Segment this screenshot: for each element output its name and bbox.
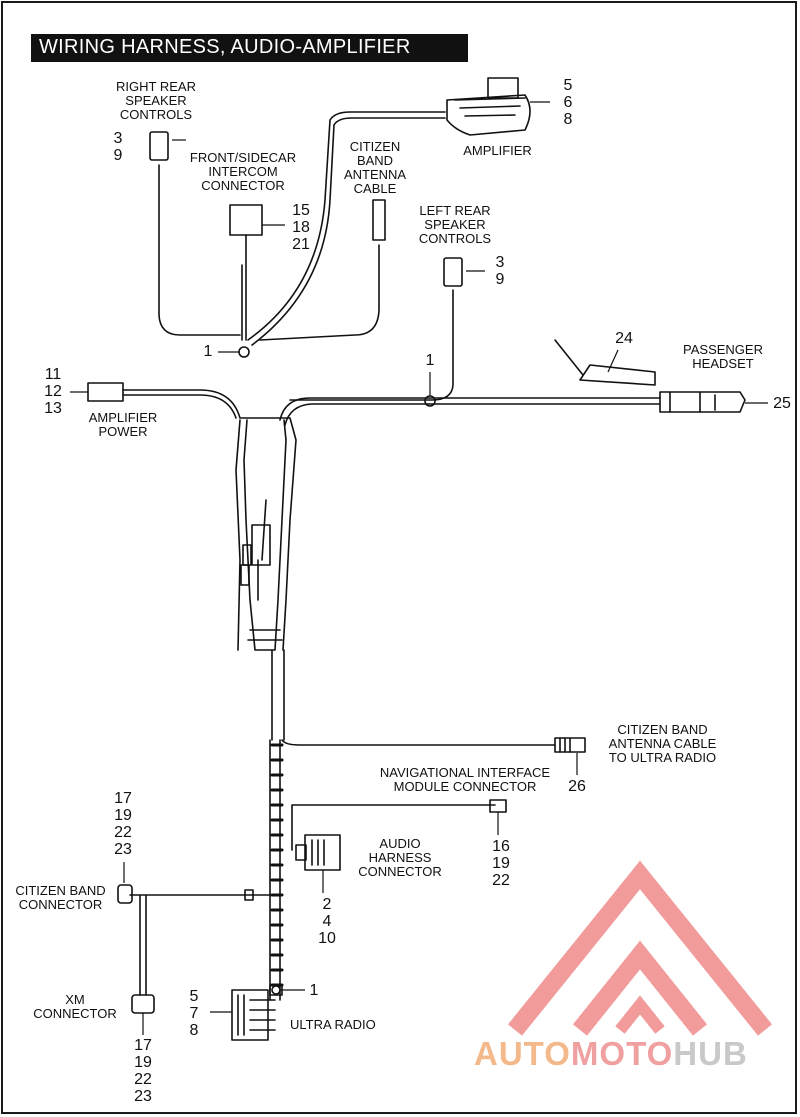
xm-connector-label: XM CONNECTOR xyxy=(25,993,125,1021)
right-rear-speaker-text: RIGHT REAR SPEAKER CONTROLS xyxy=(116,79,196,122)
callout-audio-harness: 2 4 10 xyxy=(318,896,336,947)
left-rear-speaker-label: LEFT REAR SPEAKER CONTROLS xyxy=(405,204,505,246)
callout-left-rear: 3 9 xyxy=(495,254,505,288)
callout-passenger-25: 25 xyxy=(773,395,791,412)
ultra-radio-text: ULTRA RADIO xyxy=(290,1017,376,1032)
cb-connector-text: CITIZEN BAND CONNECTOR xyxy=(15,883,106,912)
xm-connector-text: XM CONNECTOR xyxy=(33,992,117,1021)
callout-front-sidecar: 15 18 21 xyxy=(292,202,310,253)
callout-ultra-radio: 5 7 8 xyxy=(189,988,199,1039)
nav-interface-label: NAVIGATIONAL INTERFACE MODULE CONNECTOR xyxy=(370,766,560,794)
audio-harness-text: AUDIO HARNESS CONNECTOR xyxy=(358,836,442,879)
amplifier-power-text: AMPLIFIER POWER xyxy=(88,410,158,439)
nav-interface-text: NAVIGATIONAL INTERFACE MODULE CONNECTOR xyxy=(379,765,551,794)
ultra-radio-label: ULTRA RADIO xyxy=(290,1018,390,1032)
cb-to-ultra-label: CITIZEN BAND ANTENNA CABLE TO ULTRA RADI… xyxy=(600,723,725,765)
callout-cb-26: 26 xyxy=(568,778,586,795)
amplifier-power-label: AMPLIFIER POWER xyxy=(78,411,168,439)
callout-clip-right: 1 xyxy=(425,352,435,369)
amplifier-label: AMPLIFIER xyxy=(450,144,545,158)
callout-cb-connector: 17 19 22 23 xyxy=(114,790,132,858)
wordmark-moto: MOTO xyxy=(570,1035,674,1072)
callout-amplifier: 5 6 8 xyxy=(563,77,573,128)
page-title: WIRING HARNESS, AUDIO-AMPLIFIER xyxy=(39,36,411,58)
callout-clip-top: 1 xyxy=(203,343,213,360)
callout-nav: 16 19 22 xyxy=(492,838,510,889)
audio-harness-label: AUDIO HARNESS CONNECTOR xyxy=(345,837,455,879)
title-bar: WIRING HARNESS, AUDIO-AMPLIFIER xyxy=(31,34,468,62)
wordmark-hub: HUB xyxy=(673,1035,748,1072)
callout-right-rear: 3 9 xyxy=(113,130,123,164)
cb-antenna-cable-label: CITIZEN BAND ANTENNA CABLE xyxy=(335,140,415,196)
left-rear-speaker-text: LEFT REAR SPEAKER CONTROLS xyxy=(418,203,492,246)
amplifier-text: AMPLIFIER xyxy=(463,143,532,158)
right-rear-speaker-label: RIGHT REAR SPEAKER CONTROLS xyxy=(106,80,206,122)
automotohub-logo-icon xyxy=(507,860,773,1036)
cb-connector-label: CITIZEN BAND CONNECTOR xyxy=(8,884,113,912)
front-sidecar-label: FRONT/SIDECAR INTERCOM CONNECTOR xyxy=(178,151,308,193)
wordmark-auto: AUTO xyxy=(474,1035,571,1072)
callout-passenger-24: 24 xyxy=(615,330,633,347)
passenger-headset-label: PASSENGER HEADSET xyxy=(668,343,778,371)
cb-to-ultra-text: CITIZEN BAND ANTENNA CABLE TO ULTRA RADI… xyxy=(608,722,717,765)
front-sidecar-text: FRONT/SIDECAR INTERCOM CONNECTOR xyxy=(189,150,297,193)
callout-clip-bottom: 1 xyxy=(309,982,319,999)
passenger-headset-text: PASSENGER HEADSET xyxy=(683,342,763,371)
automotohub-wordmark: AUTOMOTOHUB xyxy=(474,1035,748,1073)
cb-antenna-cable-text: CITIZEN BAND ANTENNA CABLE xyxy=(343,139,407,196)
callout-xm: 17 19 22 23 xyxy=(134,1037,152,1105)
callout-amp-power: 11 12 13 xyxy=(44,366,62,417)
